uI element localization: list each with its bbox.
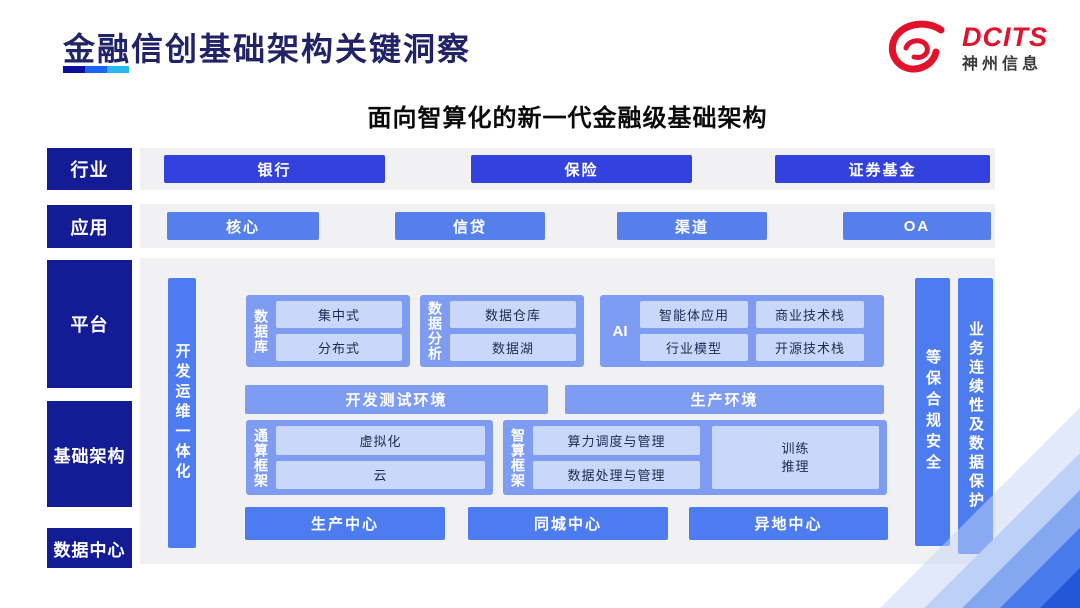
logo-company: 神州信息 (962, 55, 1043, 73)
dc-same-city-center: 同城中心 (468, 507, 668, 540)
app-item-core: 核心 (167, 212, 319, 240)
general-compute-label: 通算框架 (253, 427, 269, 488)
general-compute-group: 通算框架 虚拟化 云 (246, 420, 493, 495)
devops-bar: 开发运维一体化 (168, 278, 196, 548)
page-title: 金融信创基础架构关键洞察 (63, 31, 472, 67)
gc-item-virtualization: 虚拟化 (276, 426, 485, 455)
analytics-group: 数据分析 数据仓库 数据湖 (420, 295, 584, 367)
logo-brand: DCITS (962, 21, 1048, 52)
layer-label-platform: 平台 (47, 260, 132, 388)
industry-item-insurance: 保险 (471, 155, 692, 183)
dc-production-center: 生产中心 (245, 507, 445, 540)
intelligent-compute-items: 算力调度与管理 数据处理与管理 训练 推理 (533, 426, 879, 489)
business-continuity-bar: 业务连续性及数据保护 (958, 278, 993, 554)
ic-item-data-processing: 数据处理与管理 (533, 460, 700, 489)
logo-text: DCITS 神州信息 (962, 21, 1048, 73)
ai-item-commercial-stack: 商业技术栈 (756, 301, 864, 328)
title-underline (63, 66, 129, 73)
layer-label-infrastructure: 基础架构 (47, 401, 132, 507)
underline-segment (107, 66, 129, 73)
analytics-group-label: 数据分析 (427, 301, 443, 361)
analytics-item-lake: 数据湖 (450, 334, 576, 361)
architecture-panel: 开发运维一体化 数据库 集中式 分布式 数据分析 数据仓库 数据湖 AI 智能体… (140, 258, 995, 564)
database-item-centralized: 集中式 (276, 301, 402, 328)
database-items: 集中式 分布式 (276, 301, 402, 361)
analytics-item-warehouse: 数据仓库 (450, 301, 576, 328)
ai-item-open-source-stack: 开源技术栈 (756, 334, 864, 361)
ic-item-training-inference: 训练 推理 (712, 426, 879, 489)
app-item-channel: 渠道 (617, 212, 767, 240)
general-compute-items: 虚拟化 云 (276, 426, 485, 489)
intelligent-compute-group: 智算框架 算力调度与管理 数据处理与管理 训练 推理 (503, 420, 887, 495)
layer-label-datacenter: 数据中心 (47, 528, 132, 568)
ic-item-compute-scheduling: 算力调度与管理 (533, 426, 700, 455)
ai-group: AI 智能体应用 商业技术栈 行业模型 开源技术栈 (600, 295, 884, 367)
security-compliance-bar: 等保合规安全 (915, 278, 950, 546)
gc-item-cloud: 云 (276, 460, 485, 489)
layer-label-industry: 行业 (47, 148, 132, 190)
logo-swirl-icon (888, 20, 945, 73)
env-dev-test: 开发测试环境 (245, 385, 548, 414)
industry-item-securities: 证券基金 (775, 155, 990, 183)
ai-item-agent-app: 智能体应用 (640, 301, 748, 328)
industry-item-bank: 银行 (164, 155, 385, 183)
dc-remote-center: 异地中心 (689, 507, 888, 540)
intelligent-compute-label: 智算框架 (510, 427, 526, 488)
app-item-credit: 信贷 (395, 212, 545, 240)
env-production: 生产环境 (565, 385, 884, 414)
app-item-oa: OA (843, 212, 991, 240)
dcits-logo: DCITS 神州信息 (880, 18, 1048, 78)
ai-item-industry-model: 行业模型 (640, 334, 748, 361)
analytics-items: 数据仓库 数据湖 (450, 301, 576, 361)
underline-segment (85, 66, 107, 73)
ai-group-label: AI (612, 322, 628, 340)
diagram-title: 面向智算化的新一代金融级基础架构 (367, 105, 768, 132)
database-group: 数据库 集中式 分布式 (246, 295, 410, 367)
layer-label-application: 应用 (47, 205, 132, 248)
underline-segment (63, 66, 85, 73)
database-group-label: 数据库 (253, 308, 269, 354)
database-item-distributed: 分布式 (276, 334, 402, 361)
ai-items: 智能体应用 商业技术栈 行业模型 开源技术栈 (640, 301, 864, 361)
